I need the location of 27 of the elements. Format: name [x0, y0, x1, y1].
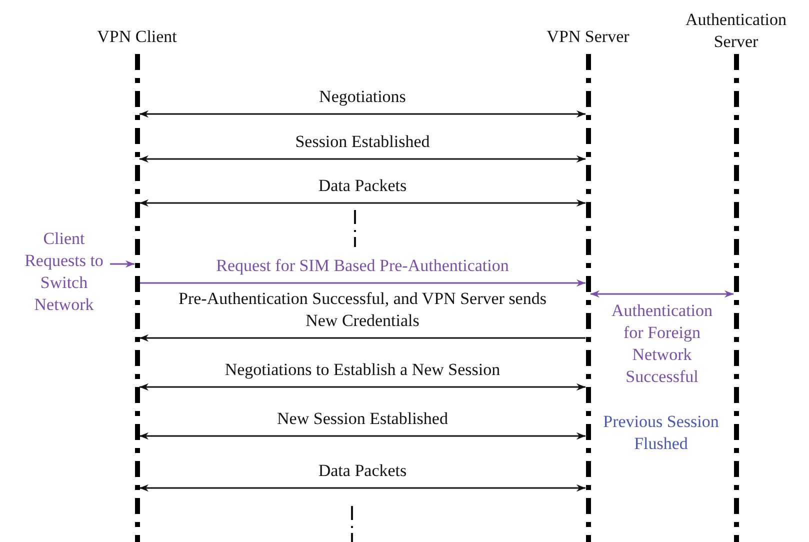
message-arrow: [140, 484, 586, 492]
message-arrow: [140, 432, 586, 440]
message-arrow: [110, 260, 134, 268]
lifeline: [134, 54, 140, 542]
message-arrow: [140, 383, 586, 391]
message-label: Data Packets: [317, 460, 408, 482]
lifeline: [586, 54, 590, 542]
message-label: Request for SIM Based Pre-Authentication: [215, 255, 510, 277]
lifeline-label: Authentication Server: [684, 9, 788, 53]
message-label: Negotiations: [318, 86, 407, 108]
lifeline-label: VPN Client: [96, 26, 178, 48]
message-label: Pre-Authentication Successful, and VPN Server sends New Credentials: [178, 288, 548, 332]
message-arrow: [140, 334, 586, 342]
message-arrow: [590, 290, 734, 298]
lifeline: [734, 54, 738, 542]
message-label: Session Established: [294, 131, 431, 153]
note-text: Previous Session Flushed: [602, 411, 720, 455]
message-label: Authentication for Foreign Network Successful: [610, 300, 714, 388]
note-text: Client Requests to Switch Network: [18, 228, 110, 316]
message-label: New Session Established: [276, 408, 449, 430]
message-label: Data Packets: [317, 175, 408, 197]
lifeline-label: VPN Server: [546, 26, 630, 48]
message-arrow: [140, 155, 586, 163]
message-arrow: [140, 199, 586, 207]
message-label: Negotiations to Establish a New Session: [224, 359, 502, 381]
message-arrow: [140, 279, 586, 287]
message-arrow: [140, 110, 586, 118]
